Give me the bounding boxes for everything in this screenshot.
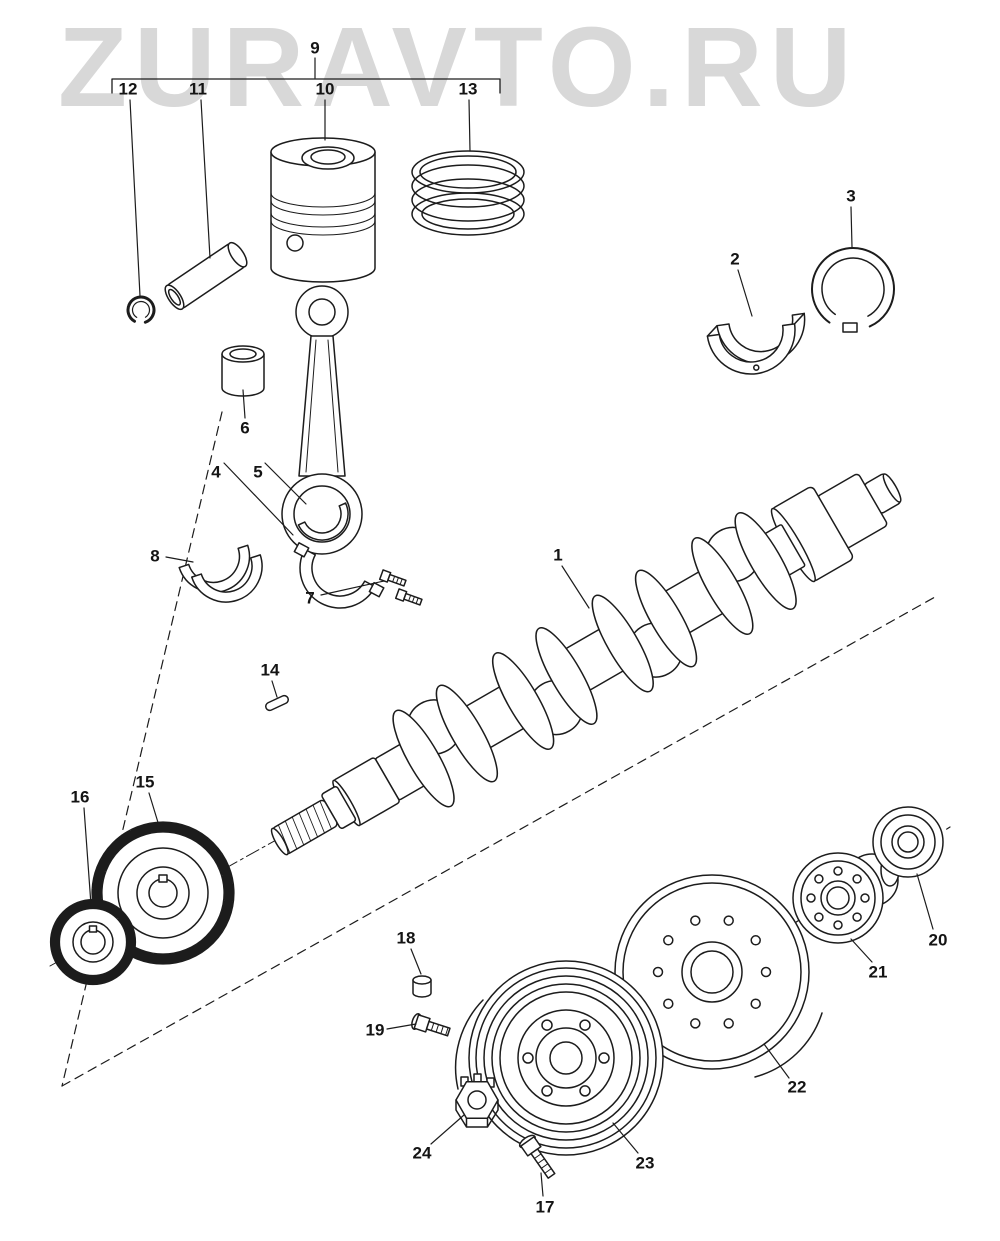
leader-line-3 <box>850 206 853 248</box>
leader-line-19 <box>386 1023 417 1030</box>
leader-line-2 <box>737 269 753 317</box>
part-bolt-short <box>411 1013 451 1037</box>
leader-line-24 <box>430 1114 465 1145</box>
leader-line-14 <box>271 680 278 698</box>
part-piston-rings <box>411 150 525 236</box>
leader-line-20 <box>916 873 934 930</box>
watermark: ZURAVTO.RU <box>58 4 859 130</box>
part-bolt-long <box>518 1134 556 1179</box>
part-small-gear <box>49 898 137 986</box>
leader-line-5 <box>264 462 307 505</box>
leader-line-13 <box>468 99 471 152</box>
leader-line-16 <box>83 807 92 906</box>
bracket-group-9 <box>111 78 501 94</box>
leader-line-8 <box>165 556 194 563</box>
part-crankshaft <box>270 473 902 856</box>
part-circlip <box>126 295 156 325</box>
part-seal-washer <box>872 806 944 878</box>
leader-line-1 <box>561 565 590 609</box>
part-castle-nut <box>455 1073 499 1128</box>
part-pulley <box>454 960 664 1156</box>
leader-lines <box>83 57 934 1197</box>
part-plug <box>412 975 432 998</box>
leader-line-22 <box>763 1043 790 1079</box>
part-connecting-rod <box>281 285 385 609</box>
leader-line-7 <box>320 580 385 596</box>
leader-line-4 <box>223 462 294 536</box>
part-thrust-ring <box>811 247 895 333</box>
part-rod-bolts <box>378 569 423 606</box>
part-main-bearing <box>706 312 806 375</box>
part-hub <box>792 852 900 944</box>
leader-line-12 <box>129 99 141 297</box>
leader-line-18 <box>410 948 422 975</box>
part-damper-disc <box>614 874 823 1078</box>
leader-line-15 <box>148 792 161 830</box>
part-piston-pin <box>164 241 248 311</box>
part-bearing-shells <box>178 544 263 603</box>
part-bushing <box>221 345 265 397</box>
part-woodruff-key <box>264 694 290 712</box>
leader-line-6 <box>242 389 246 419</box>
part-piston <box>270 137 376 283</box>
part-rod-cap <box>293 542 385 609</box>
leader-line-11 <box>200 99 211 259</box>
leader-line-23 <box>612 1122 639 1154</box>
leader-line-17 <box>540 1172 544 1197</box>
leader-line-21 <box>850 938 873 963</box>
